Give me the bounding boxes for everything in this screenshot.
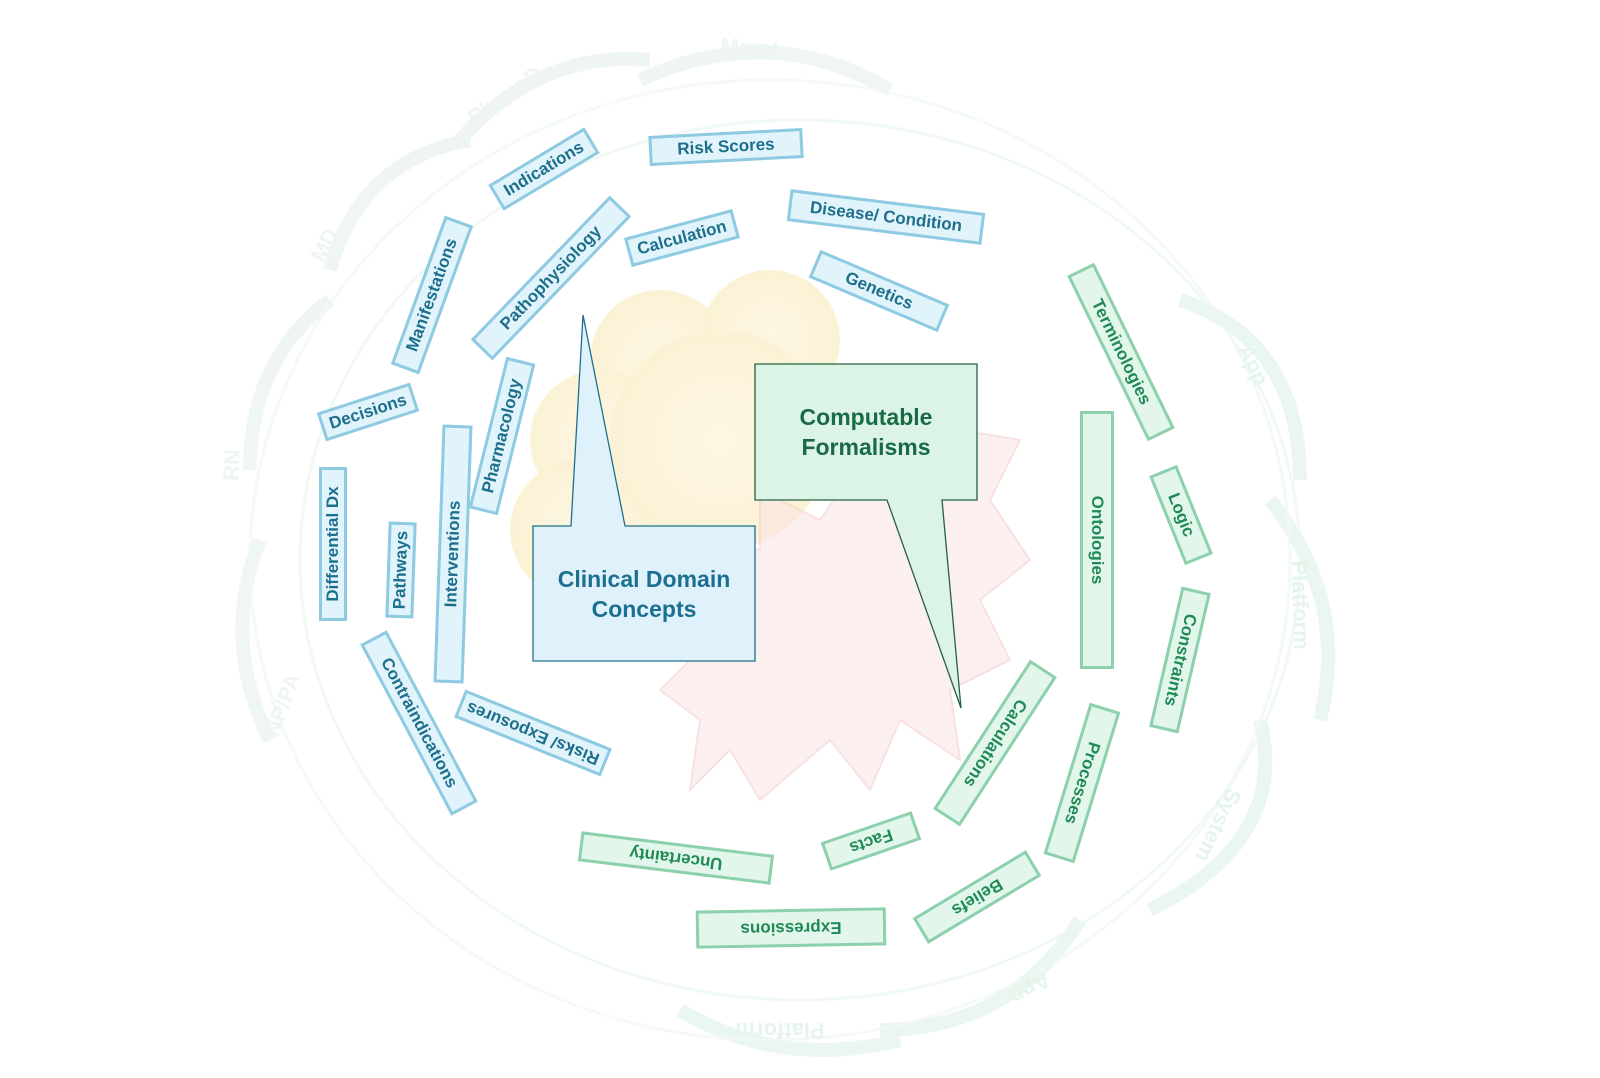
tag-pathways: Pathways xyxy=(385,521,417,619)
outer-swirl-arc xyxy=(235,537,277,744)
tag-ontologies: Ontologies xyxy=(1080,411,1114,669)
tag-differential-dx: Differential Dx xyxy=(319,467,347,621)
computable-callout-text: Computable Formalisms xyxy=(800,402,933,462)
outer-swirl-arc xyxy=(879,916,1086,1037)
computable-callout-line: Formalisms xyxy=(801,434,931,460)
outer-swirl-arc xyxy=(1146,718,1273,917)
clinical-callout-shape xyxy=(532,314,756,662)
outer-swirl-arc xyxy=(637,45,894,97)
outer-swirl-arc xyxy=(243,294,335,471)
ring-label-rn: RN xyxy=(218,448,245,482)
clinical-callout-text: Clinical Domain Concepts xyxy=(558,564,731,624)
tag-expressions: Expressions xyxy=(695,907,887,949)
outer-swirl-arc xyxy=(454,52,651,145)
ring-label-platform: Platform xyxy=(735,1018,825,1043)
outer-swirl-arc xyxy=(676,1003,902,1057)
outer-swirl-arc xyxy=(323,133,472,272)
outer-swirl-line xyxy=(248,78,1292,1042)
ring-label-platform: Platform xyxy=(1286,559,1315,651)
outer-swirl-arc xyxy=(1177,293,1307,481)
clinical-callout-line: Clinical Domain xyxy=(557,566,731,592)
clinical-callout-line: Concepts xyxy=(591,596,697,622)
computable-callout-line: Computable xyxy=(799,404,933,430)
ring-label-mgmt: Mgmt xyxy=(719,32,781,63)
computable-callout-shape xyxy=(754,363,978,709)
outer-swirl-line xyxy=(298,118,1302,1002)
